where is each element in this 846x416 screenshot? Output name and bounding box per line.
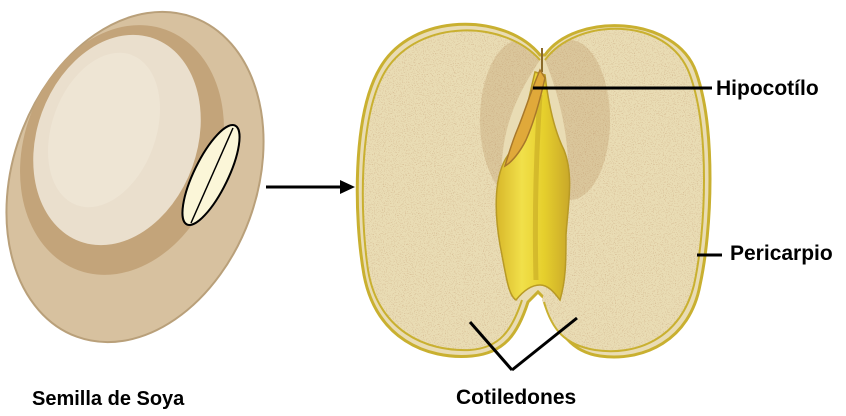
arrow [266,180,355,194]
pericarp-label: Pericarpio [730,243,833,264]
hypocotyl-label: Hipocotílo [716,78,819,99]
seed-label: Semilla de Soya [32,389,184,409]
whole-seed [0,0,308,378]
opened-seed [350,10,725,360]
cotyledon-pointer-right [512,318,577,370]
cotyledons-label: Cotiledones [456,387,576,408]
